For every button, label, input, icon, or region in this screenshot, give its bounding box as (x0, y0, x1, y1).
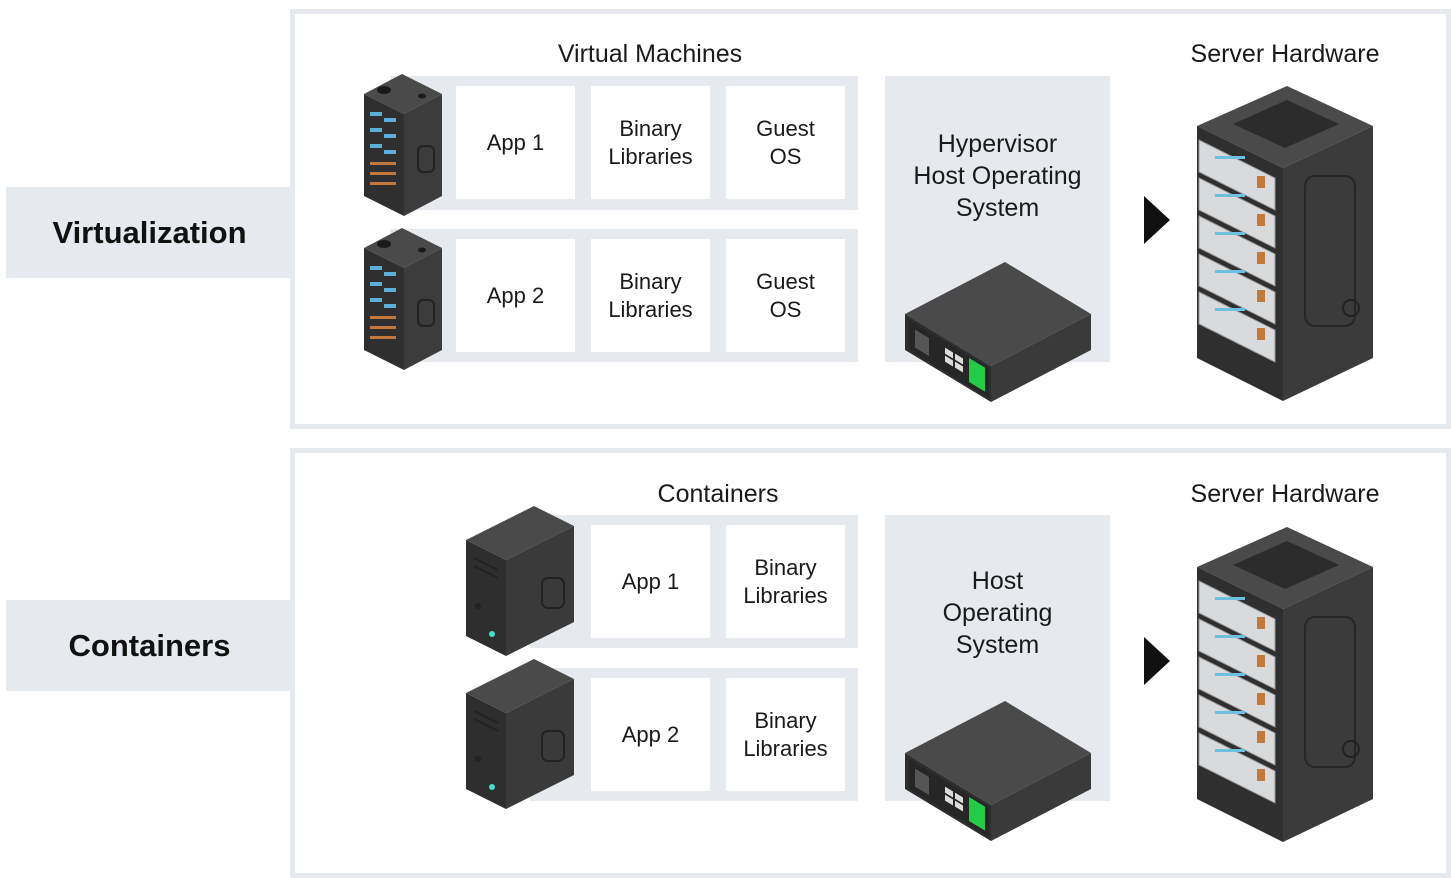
virtualization-label: Virtualization (52, 214, 247, 250)
server-rack-large-icon (1197, 527, 1373, 842)
section-label-virtualization: Virtualization (6, 187, 293, 278)
container-row-1-app: App 1 (591, 525, 710, 638)
hypervisor-host-label: Hypervisor Host Operating System (913, 130, 1082, 222)
vm-hardware-heading: Server Hardware (1190, 40, 1380, 68)
vm-row-2-os: Guest OS (726, 239, 845, 352)
vm-row-2-app: App 2 (456, 239, 575, 352)
network-appliance-icon (905, 701, 1091, 841)
network-appliance-icon (905, 262, 1091, 402)
container-row-1-libs: Binary Libraries (726, 525, 845, 638)
arrow-right-icon (1144, 196, 1170, 244)
vm-row-1-libs: Binary Libraries (591, 86, 710, 199)
containers-hardware-heading: Server Hardware (1190, 480, 1380, 508)
tower-pc-icon (466, 659, 574, 809)
rack-server-icon (364, 74, 442, 216)
host-os-label: Host Operating System (942, 567, 1053, 659)
tower-pc-icon (466, 506, 574, 656)
container-row-2-app: App 2 (591, 678, 710, 791)
server-rack-large-icon (1197, 86, 1373, 401)
container-row-2-libs: Binary Libraries (726, 678, 845, 791)
vm-row-1-os: Guest OS (726, 86, 845, 199)
vm-heading: Virtual Machines (557, 40, 743, 68)
section-label-containers: Containers (6, 600, 293, 691)
containers-label: Containers (68, 627, 231, 663)
vm-row-2-libs: Binary Libraries (591, 239, 710, 352)
vm-row-1-app: App 1 (456, 86, 575, 199)
containers-heading: Containers (657, 480, 779, 508)
arrow-right-icon (1144, 637, 1170, 685)
rack-server-icon (364, 228, 442, 370)
